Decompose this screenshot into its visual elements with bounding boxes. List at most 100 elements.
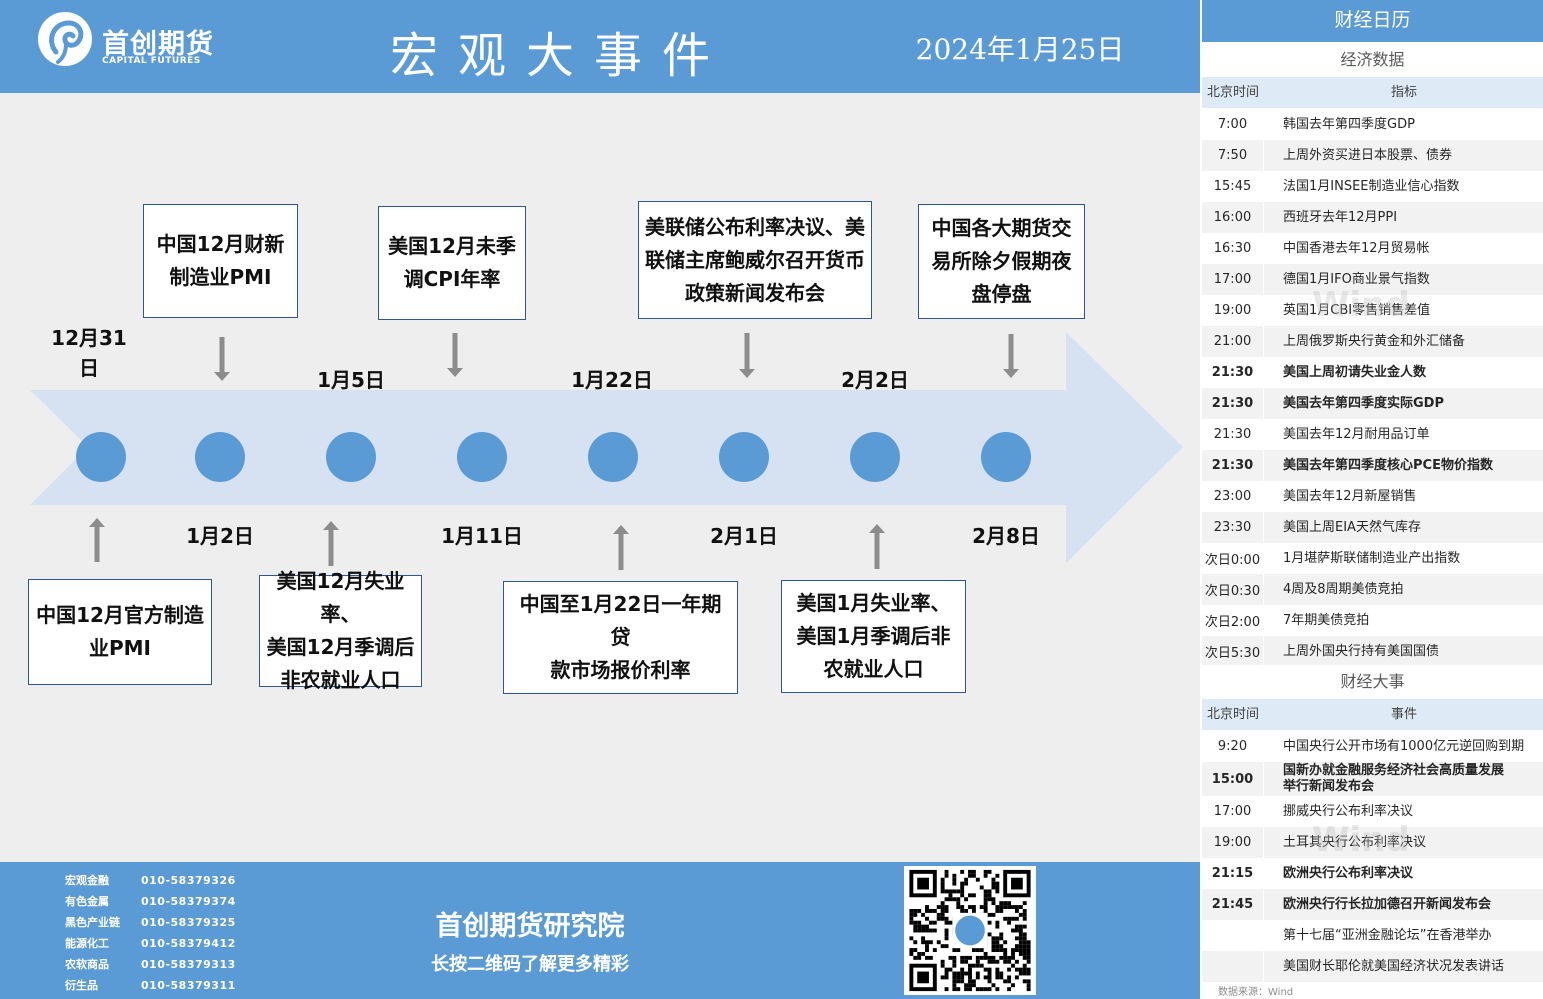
pointer-down-4 [1003, 334, 1019, 378]
row-text: 美国去年第四季度核心PCE物价指数 [1283, 457, 1493, 473]
row-text: 美国财长耶伦就美国经济状况发表讲话 [1283, 958, 1505, 974]
finance-events-title: 财经大事 [1202, 665, 1543, 698]
pointer-down-2 [447, 333, 463, 377]
timeline-node-7 [850, 432, 900, 482]
contact-dept: 宏观金融 [65, 874, 109, 887]
pointer-up-2 [323, 521, 339, 566]
wind-watermark: Wind [1312, 285, 1410, 325]
row-time: 7:00 [1202, 109, 1264, 140]
row-text: 欧洲央行行长拉加德召开新闻发布会 [1283, 896, 1492, 912]
row-time: 17:00 [1202, 796, 1264, 827]
row-text: 上周外国央行持有美国国债 [1283, 643, 1440, 659]
row-time: 19:00 [1202, 295, 1264, 326]
contact-phone: 010-58379325 [141, 916, 236, 929]
pointer-up-4 [869, 524, 885, 569]
timeline-node-6 [719, 432, 769, 482]
col-event-header: 事件 [1390, 707, 1417, 722]
row-time: 21:30 [1202, 388, 1264, 419]
logo-text-cn: 首创期货 [102, 29, 214, 60]
economic-row: 21:30 美国去年12月耐用品订单 [1202, 419, 1543, 450]
row-text: 7年期美债竞拍 [1283, 612, 1370, 628]
timeline-node-8 [981, 432, 1031, 482]
economic-data-title: 经济数据 [1202, 43, 1543, 76]
row-time: 21:15 [1202, 858, 1264, 889]
row-text: 挪威央行公布利率决议 [1283, 803, 1414, 819]
pointer-down-3 [739, 333, 755, 378]
report-date: 2024年1月25日 [915, 33, 1125, 66]
col-time-header: 北京时间 [1206, 85, 1259, 100]
contact-row: 宏观金融 010-58379326 [65, 872, 236, 888]
contact-dept: 黑色产业链 [65, 916, 120, 929]
date-label-upper-3: 1月22日 [571, 368, 653, 392]
date-label-lower-3: 2月1日 [710, 524, 778, 548]
footer-subtitle: 长按二维码了解更多精彩 [431, 954, 629, 975]
event-box-top-3: 美联储公布利率决议、美 联储主席鲍威尔召开货币 政策新闻发布会 [638, 201, 872, 319]
economic-data-header: 北京时间 指标 [1202, 77, 1543, 108]
row-text: 韩国去年第四季度GDP [1283, 116, 1415, 132]
row-time: 21:30 [1202, 419, 1264, 450]
economic-row: 17:00 德国1月IFO商业景气指数 [1202, 264, 1543, 295]
events-row: 美国财长耶伦就美国经济状况发表讲话 [1202, 951, 1543, 982]
finance-events-header: 北京时间 事件 [1202, 699, 1543, 730]
contact-dept: 能源化工 [65, 937, 109, 950]
events-row: 19:00 土耳其央行公布利率决议 [1202, 827, 1543, 858]
event-box-top-4: 中国各大期货交 易所除夕假期夜 盘停盘 [918, 204, 1085, 319]
row-text: 美国去年12月耐用品订单 [1283, 426, 1430, 442]
row-text: 1月堪萨斯联储制造业产出指数 [1283, 550, 1461, 566]
row-text: 美国上周初请失业金人数 [1283, 364, 1427, 380]
timeline-node-4 [457, 432, 507, 482]
event-box-top-1: 中国12月财新 制造业PMI [143, 204, 298, 318]
row-text: 英国1月CBI零售销售差值 [1283, 302, 1431, 318]
event-box-bottom-1: 中国12月官方制造 业PMI [28, 579, 212, 685]
data-source: 数据来源：Wind [1218, 987, 1294, 998]
events-row: 第十七届“亚洲金融论坛”在香港举办 [1202, 920, 1543, 951]
calendar-title: 财经日历 [1202, 0, 1543, 42]
date-label-upper-4: 2月2日 [841, 368, 909, 392]
row-text: 上周外资买进日本股票、债券 [1283, 147, 1453, 163]
qr-code-icon[interactable] [904, 866, 1036, 995]
economic-row: 次日0:00 1月堪萨斯联储制造业产出指数 [1202, 543, 1543, 574]
row-time: 21:30 [1202, 357, 1264, 388]
events-row: 9:20 中国央行公开市场有1000亿元逆回购到期 [1202, 731, 1543, 762]
date-label-upper-1: 12月31 日 [51, 326, 127, 380]
row-text: 土耳其央行公布利率决议 [1283, 834, 1427, 850]
row-time: 23:30 [1202, 512, 1264, 543]
row-text: 上周俄罗斯央行黄金和外汇储备 [1283, 333, 1466, 349]
economic-row: 次日5:30 上周外国央行持有美国国债 [1202, 636, 1543, 667]
contact-phone: 010-58379311 [141, 979, 236, 992]
row-text: 国新办就金融服务经济社会高质量发展 举行新闻发布会 [1283, 763, 1505, 794]
contact-dept: 农软商品 [65, 958, 109, 971]
header-bar: 首创期货 CAPITAL FUTURES 宏观大事件 2024年1月25日 [0, 0, 1200, 93]
row-text: 中国央行公开市场有1000亿元逆回购到期 [1283, 738, 1525, 754]
row-time: 23:00 [1202, 481, 1264, 512]
contact-phone: 010-58379326 [141, 874, 236, 887]
row-time: 19:00 [1202, 827, 1264, 858]
row-text: 中国香港去年12月贸易帐 [1283, 240, 1430, 256]
row-time: 次日0:00 [1202, 543, 1264, 574]
row-time: 17:00 [1202, 264, 1264, 295]
event-box-bottom-3: 中国至1月22日一年期贷 款市场报价利率 [503, 581, 738, 694]
row-time: 次日5:30 [1202, 636, 1264, 667]
row-time: 9:20 [1202, 731, 1264, 762]
capital-futures-logo-icon [38, 12, 92, 66]
row-text: 德国1月IFO商业景气指数 [1283, 271, 1430, 287]
economic-row: 7:00 韩国去年第四季度GDP [1202, 109, 1543, 140]
wind-watermark: Wind [1312, 820, 1410, 860]
contact-phone: 010-58379374 [141, 895, 236, 908]
pointer-up-1 [89, 518, 105, 562]
row-time: 次日2:00 [1202, 605, 1264, 636]
row-time: 15:00 [1202, 762, 1264, 796]
row-time [1202, 920, 1264, 951]
